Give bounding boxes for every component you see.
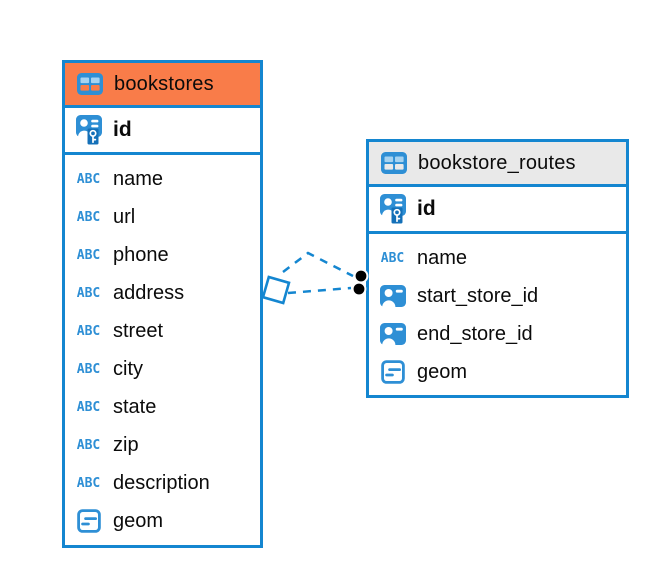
column-row[interactable]: end_store_id bbox=[369, 315, 626, 353]
relationship-dot-endpoint[interactable] bbox=[351, 281, 367, 297]
column-name: id bbox=[417, 197, 436, 220]
column-row-id[interactable]: id bbox=[65, 108, 260, 155]
table-icon bbox=[74, 73, 105, 95]
column-row[interactable]: ABC name bbox=[65, 160, 260, 198]
relationship-line-lower[interactable] bbox=[287, 286, 352, 295]
column-row[interactable]: ABC zip bbox=[65, 426, 260, 464]
table-bookstores[interactable]: bookstores id ABC name ABC url ABC phone… bbox=[62, 60, 263, 548]
column-name: geom bbox=[113, 509, 164, 532]
geometry-type-icon bbox=[73, 509, 104, 533]
table-header-bookstores[interactable]: bookstores bbox=[65, 63, 260, 108]
column-name: description bbox=[113, 471, 210, 494]
text-type-icon: ABC bbox=[76, 209, 101, 225]
text-type-icon: ABC bbox=[76, 285, 101, 301]
primary-key-icon bbox=[73, 115, 104, 145]
text-type-icon: ABC bbox=[76, 171, 101, 187]
relationship-connector[interactable] bbox=[261, 251, 369, 305]
column-name: geom bbox=[417, 360, 468, 383]
relationship-diamond-endpoint[interactable] bbox=[261, 275, 291, 305]
column-list: ABC name start_store_id end_store_id ge bbox=[369, 234, 626, 397]
column-name: end_store_id bbox=[417, 322, 533, 345]
column-row[interactable]: ABC description bbox=[65, 464, 260, 502]
column-row[interactable]: start_store_id bbox=[369, 277, 626, 315]
table-header-bookstore-routes[interactable]: bookstore_routes bbox=[369, 142, 626, 187]
column-name: zip bbox=[113, 433, 139, 456]
relationship-dot-endpoint[interactable] bbox=[353, 268, 369, 284]
column-row[interactable]: ABC phone bbox=[65, 236, 260, 274]
table-bookstore-routes[interactable]: bookstore_routes id ABC name start_store… bbox=[366, 139, 629, 398]
column-name: id bbox=[113, 118, 132, 141]
reference-type-icon bbox=[377, 323, 408, 345]
text-type-icon: ABC bbox=[76, 247, 101, 263]
geometry-type-icon bbox=[377, 360, 408, 384]
column-name: address bbox=[113, 281, 185, 304]
column-name: start_store_id bbox=[417, 284, 539, 307]
column-name: phone bbox=[113, 243, 169, 266]
column-row[interactable]: ABC name bbox=[369, 239, 626, 277]
table-name: bookstore_routes bbox=[418, 151, 576, 174]
reference-type-icon bbox=[377, 285, 408, 307]
text-type-icon: ABC bbox=[76, 323, 101, 339]
column-row[interactable]: ABC url bbox=[65, 198, 260, 236]
column-name: street bbox=[113, 319, 164, 342]
column-name: city bbox=[113, 357, 143, 380]
text-type-icon: ABC bbox=[380, 250, 405, 266]
column-row[interactable]: ABC address bbox=[65, 274, 260, 312]
column-name: url bbox=[113, 205, 136, 228]
relationship-line-upper[interactable] bbox=[282, 251, 354, 278]
text-type-icon: ABC bbox=[76, 475, 101, 491]
column-row[interactable]: geom bbox=[65, 502, 260, 540]
primary-key-icon bbox=[377, 194, 408, 224]
text-type-icon: ABC bbox=[76, 399, 101, 415]
column-name: state bbox=[113, 395, 157, 418]
table-icon bbox=[378, 152, 409, 174]
text-type-icon: ABC bbox=[76, 437, 101, 453]
column-row[interactable]: ABC state bbox=[65, 388, 260, 426]
column-row-id[interactable]: id bbox=[369, 187, 626, 234]
column-row[interactable]: ABC street bbox=[65, 312, 260, 350]
column-row[interactable]: ABC city bbox=[65, 350, 260, 388]
column-name: name bbox=[417, 246, 468, 269]
column-list: ABC name ABC url ABC phone ABC address A… bbox=[65, 155, 260, 546]
table-name: bookstores bbox=[114, 72, 214, 95]
text-type-icon: ABC bbox=[76, 361, 101, 377]
column-name: name bbox=[113, 167, 164, 190]
column-row[interactable]: geom bbox=[369, 353, 626, 391]
